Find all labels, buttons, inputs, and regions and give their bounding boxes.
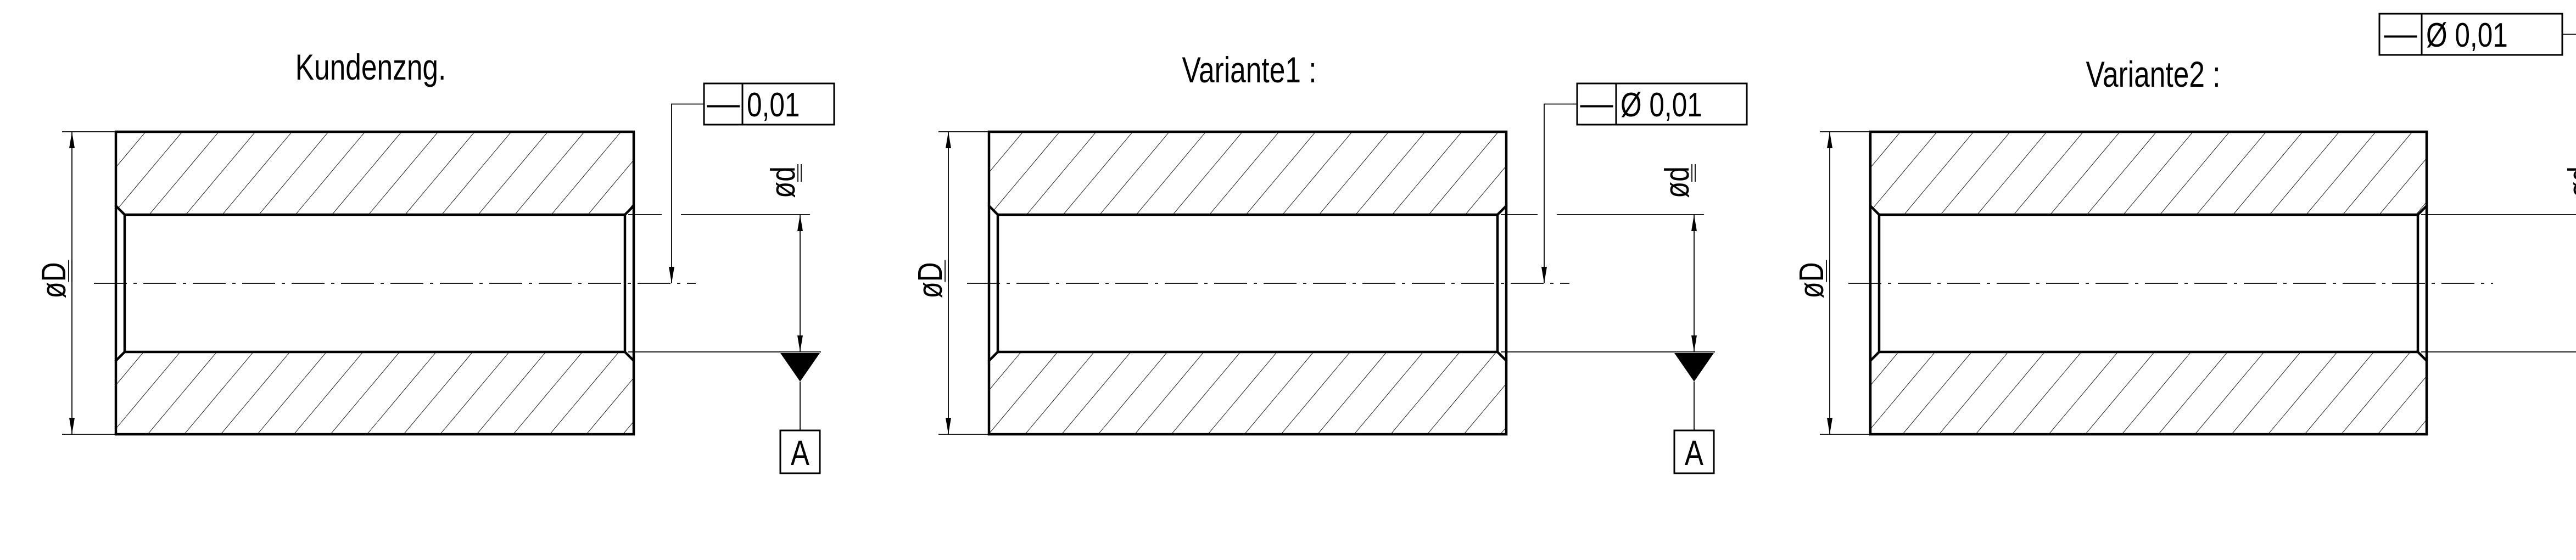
tolerance-value: Ø 0,01 bbox=[1621, 86, 1702, 124]
outer-diameter-dimension: øD bbox=[911, 131, 989, 435]
datum-label: A bbox=[1685, 434, 1703, 473]
arrowhead-icon bbox=[69, 418, 75, 434]
arrowhead-icon bbox=[946, 132, 951, 148]
straightness-symbol: — bbox=[1580, 85, 1613, 122]
inner-diameter-dimension: ød bbox=[1501, 164, 1715, 352]
datum-feature: A bbox=[779, 353, 821, 474]
feature-control-frame: — Ø 0,01 bbox=[1541, 82, 1748, 283]
datum-feature: A bbox=[1673, 353, 1715, 474]
arrowhead-icon bbox=[1827, 132, 1832, 148]
inner-diameter-dimension: ød bbox=[628, 164, 821, 352]
view-title: Variante1 : bbox=[1182, 49, 1316, 91]
datum-triangle-icon bbox=[1674, 353, 1714, 382]
hatch-bottom bbox=[989, 352, 1506, 434]
arrowhead-icon bbox=[1827, 418, 1832, 434]
arrowhead-icon bbox=[69, 132, 75, 148]
inner-diameter-label: ød bbox=[2561, 166, 2576, 198]
straightness-symbol: — bbox=[707, 85, 740, 122]
outer-diameter-label: øD bbox=[911, 262, 949, 298]
datum-label: A bbox=[791, 434, 809, 473]
hatch-top bbox=[116, 132, 634, 215]
hatch-top bbox=[989, 132, 1506, 215]
arrowhead-icon bbox=[1541, 267, 1547, 283]
hatch-top bbox=[1870, 132, 2427, 215]
arrowhead-icon bbox=[1691, 335, 1697, 352]
section-body bbox=[1848, 130, 2493, 436]
view-3: Variante2 : øD ød — bbox=[1792, 13, 2576, 436]
view-1: Kundenzng. øD ød — 0 bbox=[35, 47, 835, 474]
outer-diameter-dimension: øD bbox=[1792, 131, 1870, 435]
view-2: Variante1 : øD ød — bbox=[911, 49, 1748, 474]
straightness-symbol: — bbox=[2384, 15, 2417, 52]
section-body bbox=[967, 130, 1569, 436]
section-body bbox=[94, 130, 696, 436]
datum-triangle-icon bbox=[780, 353, 820, 382]
inner-diameter-dimension: ød bbox=[2421, 166, 2576, 352]
tolerance-value: Ø 0,01 bbox=[2426, 16, 2508, 54]
outer-diameter-dimension: øD bbox=[35, 131, 116, 435]
hatch-bottom bbox=[116, 352, 634, 434]
view-title: Variante2 : bbox=[2086, 54, 2220, 95]
outer-diameter-label: øD bbox=[35, 262, 73, 298]
hatch-bottom bbox=[1870, 352, 2427, 434]
arrowhead-icon bbox=[797, 335, 803, 352]
view-title: Kundenzng. bbox=[295, 47, 446, 88]
arrowhead-icon bbox=[797, 215, 803, 231]
tolerance-value: 0,01 bbox=[747, 86, 800, 124]
arrowhead-icon bbox=[946, 418, 951, 434]
feature-control-frame: — Ø 0,01 bbox=[2378, 13, 2576, 56]
arrowhead-icon bbox=[1691, 215, 1697, 231]
inner-diameter-label: ød bbox=[1658, 166, 1696, 198]
outer-diameter-label: øD bbox=[1792, 262, 1831, 298]
feature-control-frame: — 0,01 bbox=[669, 82, 835, 283]
arrowhead-icon bbox=[669, 267, 674, 283]
inner-diameter-label: ød bbox=[764, 166, 802, 198]
